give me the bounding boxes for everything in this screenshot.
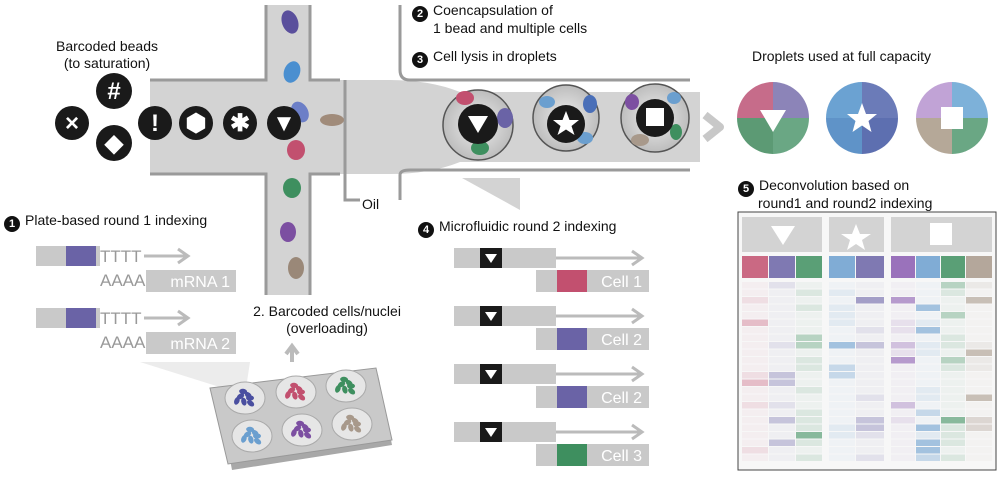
step2-badge: 2	[412, 6, 428, 22]
deconvolution-line1: Deconvolution based on	[759, 177, 910, 193]
barcoded-cells-line2: (overloading)	[286, 320, 368, 336]
cell-barcode-block	[557, 328, 587, 350]
step5-badge: 5	[738, 181, 754, 197]
bead-1: #	[96, 73, 132, 109]
round2-row: Cell 2	[454, 306, 649, 350]
bead-symbol: ×	[65, 110, 79, 137]
plate-well	[331, 407, 373, 441]
step4-label: 4 Microfluidic round 2 indexing	[418, 218, 616, 238]
bead-4: ⬢	[179, 106, 213, 140]
bead-symbol: ◆	[104, 130, 124, 157]
upward-arrow	[284, 342, 300, 362]
droplet-2	[532, 84, 600, 152]
bead-symbol: ▼	[272, 110, 296, 137]
round2-row: Cell 1	[454, 248, 649, 292]
heatmap-header-cell	[966, 256, 992, 278]
bead-symbol: ⬢	[186, 110, 207, 137]
heatmap-header-cell	[856, 256, 884, 278]
deconvolution-heatmap	[737, 211, 997, 471]
heatmap-header-cell	[796, 256, 822, 278]
bead-0: ×	[55, 106, 89, 140]
mrna-label: mRNA 1	[170, 274, 230, 291]
mrna-label: mRNA 2	[170, 336, 230, 353]
droplets-full-label: Droplets used at full capacity	[752, 48, 931, 64]
plate-well	[281, 413, 323, 447]
round2-row: Cell 3	[454, 422, 649, 466]
bead-3: !	[138, 106, 172, 140]
round2-rows: Cell 1 Cell 2 Cell 2 Cell 3	[454, 248, 649, 466]
heatmap-header-cell	[941, 256, 965, 278]
step3-badge: 3	[412, 52, 428, 68]
coencapsulation-line1: Coencapsulation of	[433, 2, 553, 18]
barcoded-beads-title: Barcoded beads	[56, 38, 158, 54]
cell-barcode-block	[557, 386, 587, 408]
cell-label: Cell 1	[601, 274, 642, 291]
plate-reads: TTTT AAAA mRNA 1 TTTT AAAA mRNA 2	[36, 246, 236, 354]
bead-symbol: !	[151, 110, 159, 137]
cell-label: Cell 2	[601, 390, 642, 407]
cell-barcode-block	[557, 444, 587, 466]
bead-6: ▼	[267, 106, 301, 140]
step3-label: 3 Cell lysis in droplets	[412, 48, 557, 68]
step1-badge: 1	[4, 216, 20, 232]
droplet-1	[442, 89, 514, 161]
full-droplet-square	[916, 82, 988, 154]
heatmap-header-cell	[742, 256, 768, 278]
bead-symbol: #	[107, 78, 120, 105]
deconvolution-line2: round1 and round2 indexing	[758, 195, 933, 211]
step1-label: 1 Plate-based round 1 indexing	[4, 212, 207, 232]
barcoded-beads-label: Barcoded beads (to saturation)	[42, 38, 172, 72]
full-droplet-triangle	[737, 82, 809, 154]
heatmap-header-cell	[916, 256, 940, 278]
cell-label: Cell 3	[601, 448, 642, 465]
plate-well	[275, 375, 317, 409]
droplet-3	[620, 83, 690, 153]
step4-badge: 4	[418, 222, 434, 238]
well-plate	[209, 367, 393, 470]
step2-label: 2 Coencapsulation of	[412, 2, 553, 22]
bead-2: ◆	[96, 125, 132, 161]
plate-indexing-text: Plate-based round 1 indexing	[25, 212, 208, 228]
heatmap-header-cell	[891, 256, 915, 278]
cells-in-channel	[280, 10, 344, 279]
polya-text: AAAA	[100, 333, 146, 352]
heatmap-header-cell	[829, 256, 855, 278]
heatmap-header-cell	[769, 256, 795, 278]
coencapsulation-line2: 1 bead and multiple cells	[433, 20, 588, 36]
plate-well	[325, 369, 367, 403]
plate-well	[231, 419, 273, 453]
oil-label: Oil	[362, 196, 380, 212]
plate-read-row: TTTT AAAA mRNA 1	[36, 246, 236, 292]
oligo-dt-text: TTTT	[100, 247, 142, 266]
round2-row: Cell 2	[454, 364, 649, 408]
polya-text: AAAA	[100, 271, 146, 290]
bead-5: ✱	[223, 106, 257, 140]
plate-read-row: TTTT AAAA mRNA 2	[36, 308, 236, 354]
step5-label: 5 Deconvolution based on	[738, 177, 909, 197]
plate-well	[224, 381, 266, 415]
full-droplet-star	[826, 82, 898, 154]
cell-barcode-block	[557, 270, 587, 292]
bead-symbol: ✱	[230, 110, 250, 137]
oligo-dt-text: TTTT	[100, 309, 142, 328]
microfluidic-indexing-text: Microfluidic round 2 indexing	[439, 218, 617, 234]
cell-label: Cell 2	[601, 332, 642, 349]
barcoded-cells-label: 2. Barcoded cells/nuclei (overloading)	[232, 303, 422, 337]
cell-lysis-text: Cell lysis in droplets	[433, 48, 557, 64]
barcoded-beads: × # ◆! ⬢ ✱ ▼	[55, 73, 301, 161]
barcoded-cells-line1: 2. Barcoded cells/nuclei	[253, 303, 401, 319]
to-saturation-text: (to saturation)	[63, 55, 151, 71]
